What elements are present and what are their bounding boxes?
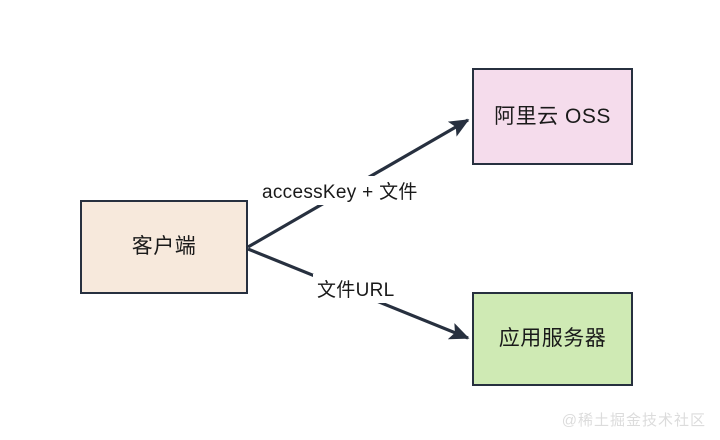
node-app-server-label: 应用服务器 [498,327,607,351]
watermark: @稀土掘金技术社区 [561,412,706,429]
node-aliyun-oss-label: 阿里云 OSS [494,104,611,128]
node-aliyun-oss[interactable]: 阿里云 OSS [472,68,633,165]
edge-label-client-to-oss: accessKey + 文件 [258,176,422,205]
node-client-label: 客户端 [131,235,197,259]
edge-label-client-to-app-server: 文件URL [313,274,399,303]
node-client[interactable]: 客户端 [80,200,248,294]
node-app-server[interactable]: 应用服务器 [472,292,633,386]
